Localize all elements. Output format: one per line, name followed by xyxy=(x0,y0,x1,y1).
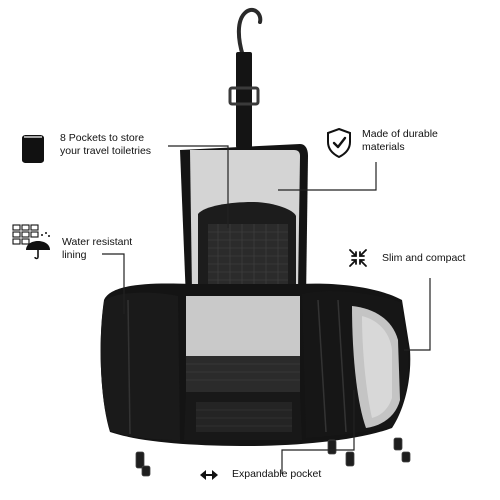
feature-durable-line1: Made of durable xyxy=(362,128,438,140)
hanging-hook xyxy=(236,7,263,58)
umbrella-rain-icon xyxy=(12,224,50,260)
feature-expand-label: Expandable pocket xyxy=(232,468,322,480)
left-side-pocket xyxy=(100,292,180,440)
feature-durable-line2: materials xyxy=(362,141,405,153)
double-arrow-icon xyxy=(200,470,218,480)
feature-pockets: 8 Pockets to store your travel toiletrie… xyxy=(20,130,151,164)
center-lining xyxy=(186,296,300,356)
feature-pockets-line1: 8 Pockets to store xyxy=(60,132,145,144)
strap-buckle xyxy=(228,86,260,106)
feature-water-line2: lining xyxy=(62,249,87,261)
feature-pockets-line2: your travel toiletries xyxy=(60,145,152,157)
shield-check-icon xyxy=(327,128,351,158)
compress-arrows-icon xyxy=(349,249,367,267)
feature-water: Water resistant lining xyxy=(12,224,132,262)
feature-slim-label: Slim and compact xyxy=(382,252,466,264)
hanging-strap xyxy=(236,52,252,148)
pouch-icon xyxy=(22,135,44,163)
center-mesh-pocket xyxy=(186,356,300,392)
feature-slim: Slim and compact xyxy=(348,246,465,268)
feature-durable: Made of durable materials xyxy=(326,126,438,158)
feature-water-line1: Water resistant xyxy=(62,236,133,248)
feature-expand: Expandable pocket xyxy=(200,468,321,481)
